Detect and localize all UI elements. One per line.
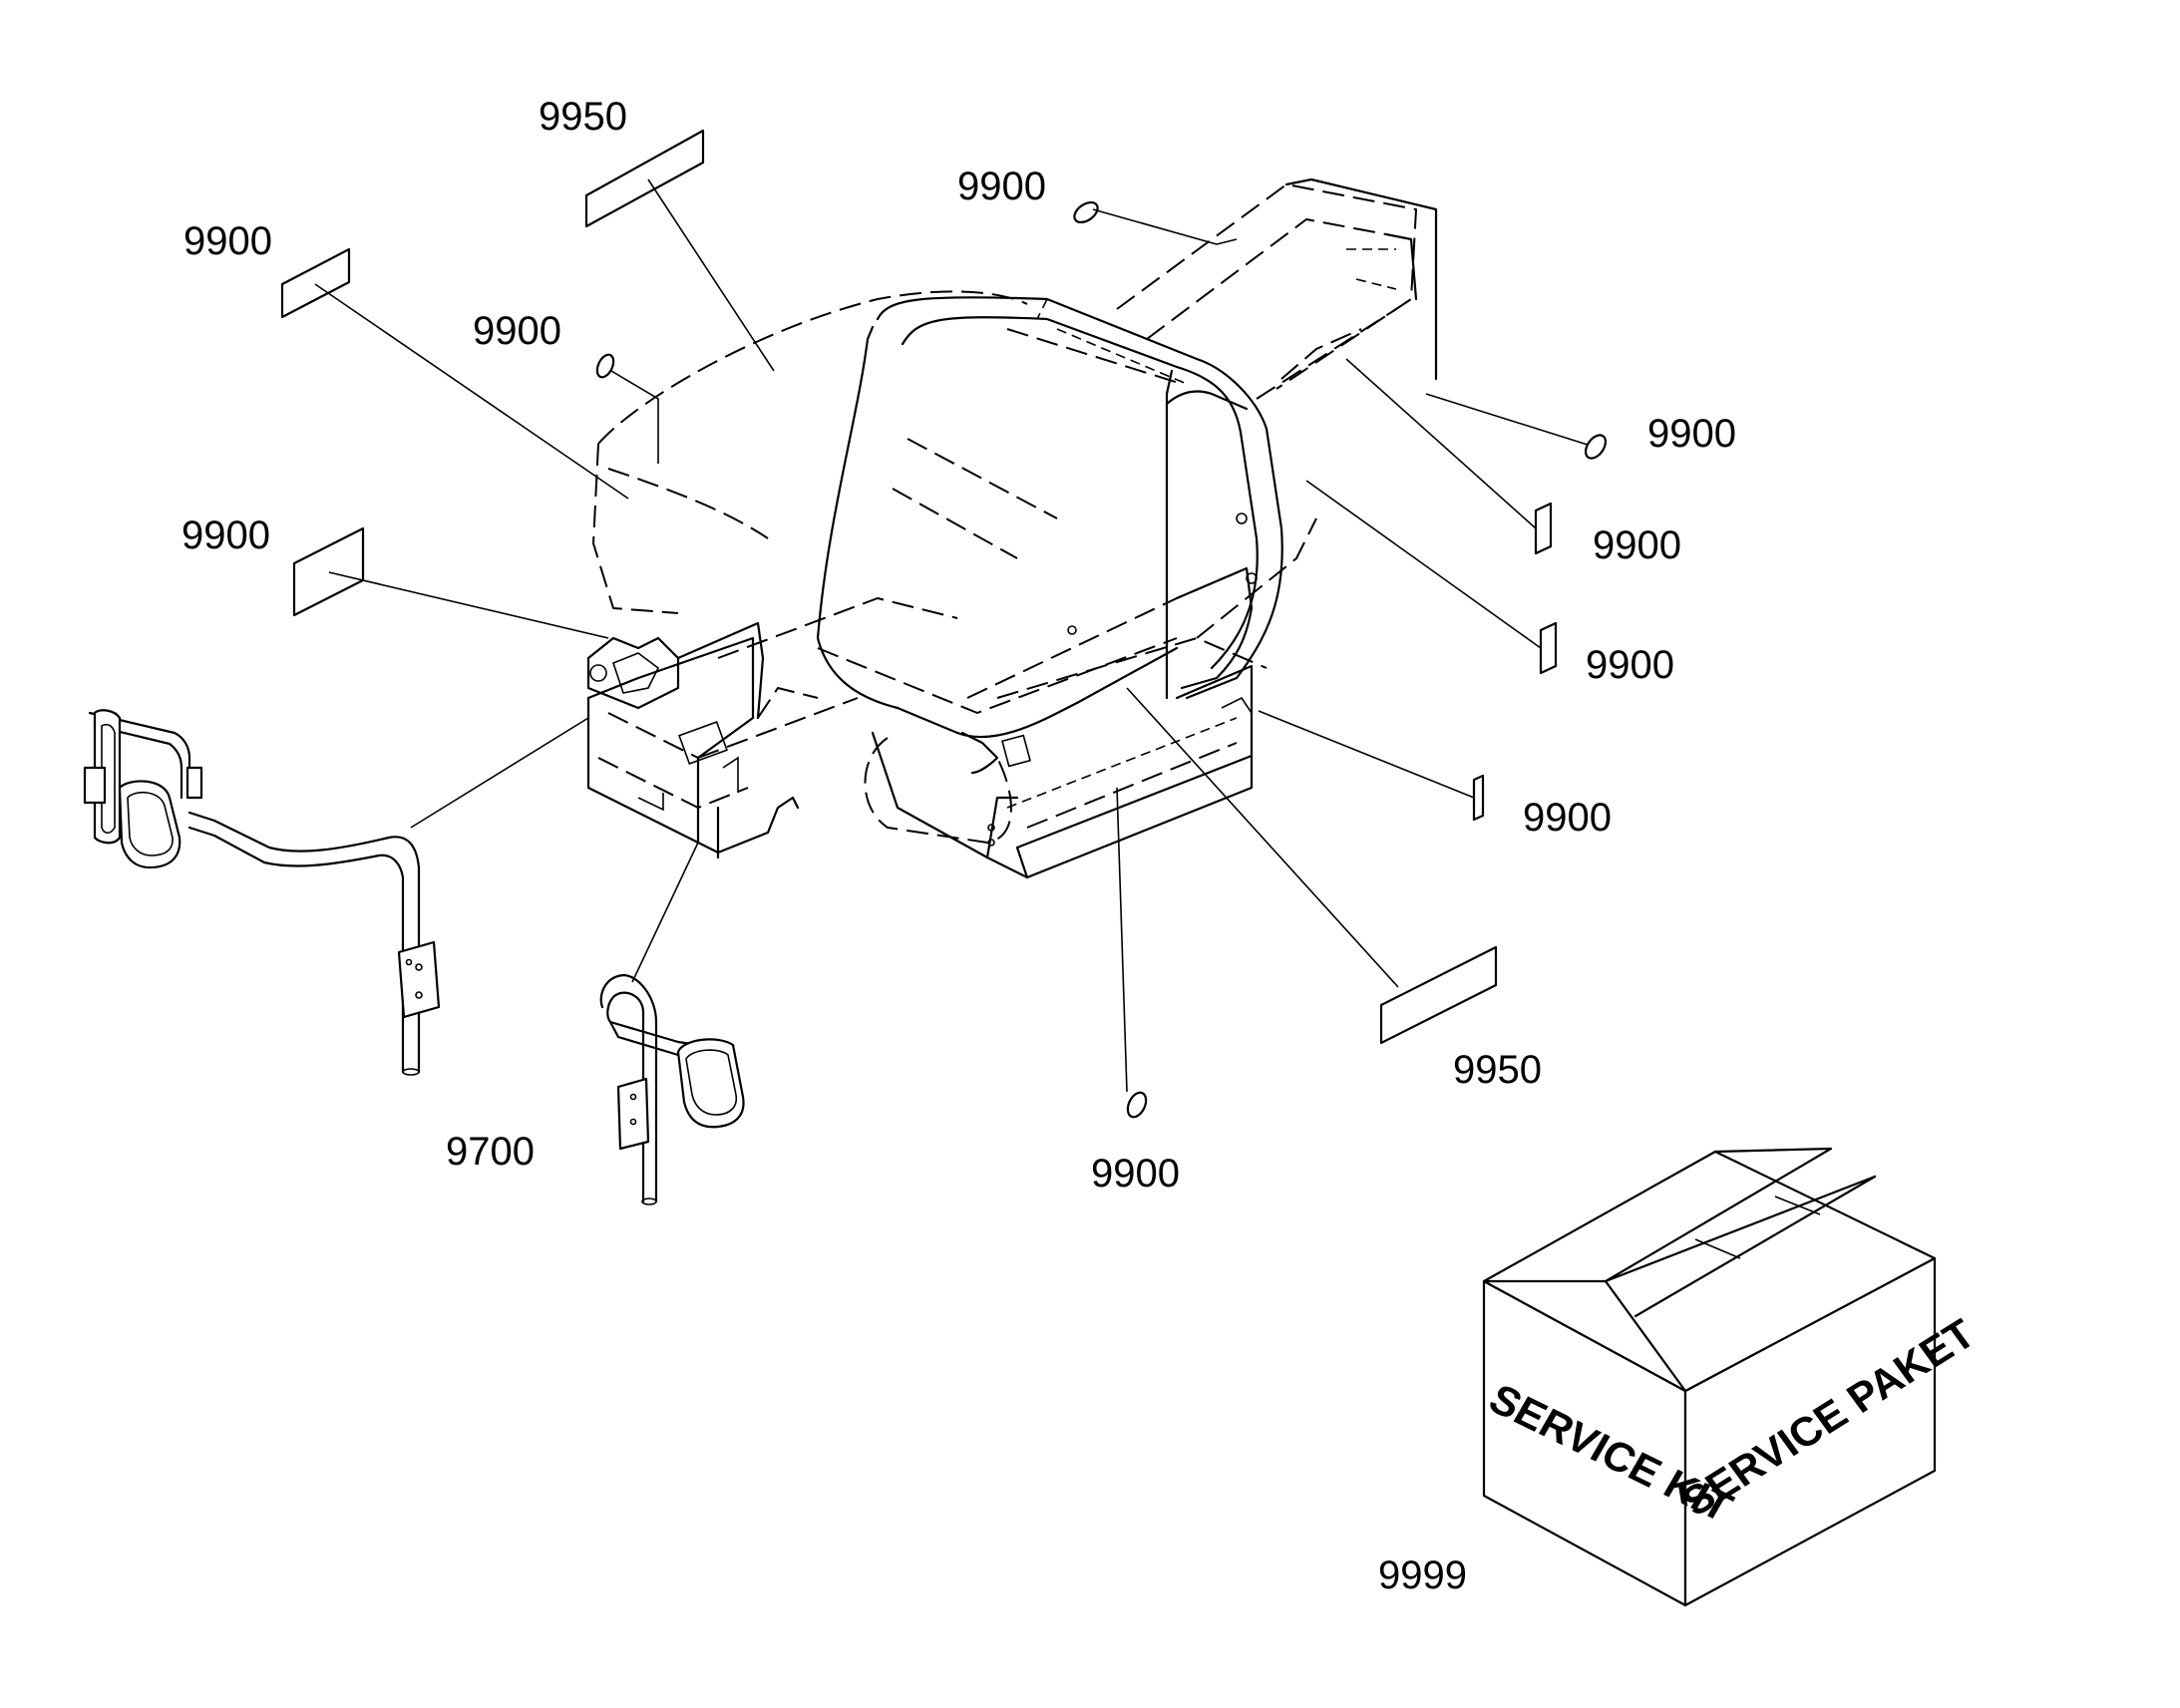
callout-9900-oval-top: 9900 xyxy=(473,309,561,353)
callout-9950-bottom: 9950 xyxy=(1453,1048,1542,1092)
callout-9700-mirrors: 9700 xyxy=(446,1130,535,1174)
callout-9999-service-kit: 9999 xyxy=(1378,1553,1467,1597)
callout-labels: 9950 9900 9900 9900 9900 9900 9900 9900 … xyxy=(182,95,1736,1597)
callout-9900-strip-1: 9900 xyxy=(1593,523,1681,567)
operator-cab xyxy=(816,296,1283,775)
callout-9900-strip-3: 9900 xyxy=(1523,796,1612,840)
decal-shapes xyxy=(280,129,1608,1119)
callout-9900-left-lower: 9900 xyxy=(182,513,270,557)
leader-lines xyxy=(314,178,1589,1093)
callout-9900-top-right: 9900 xyxy=(957,165,1046,208)
callout-9950-top: 9950 xyxy=(539,95,627,139)
chassis-frame xyxy=(586,621,1254,879)
callout-9900-left-upper: 9900 xyxy=(183,219,272,263)
service-kit-box: SERVICE KIT SERVICE PAKET xyxy=(1481,1147,1984,1607)
left-mirror-assembly xyxy=(83,709,441,1076)
callout-9900-bottom: 9900 xyxy=(1091,1152,1180,1196)
right-mirror-assembly xyxy=(599,973,745,1205)
machine-frame-outline xyxy=(592,177,1438,844)
callout-9900-strip-2: 9900 xyxy=(1586,643,1674,687)
callout-9900-oval-right: 9900 xyxy=(1647,412,1736,456)
